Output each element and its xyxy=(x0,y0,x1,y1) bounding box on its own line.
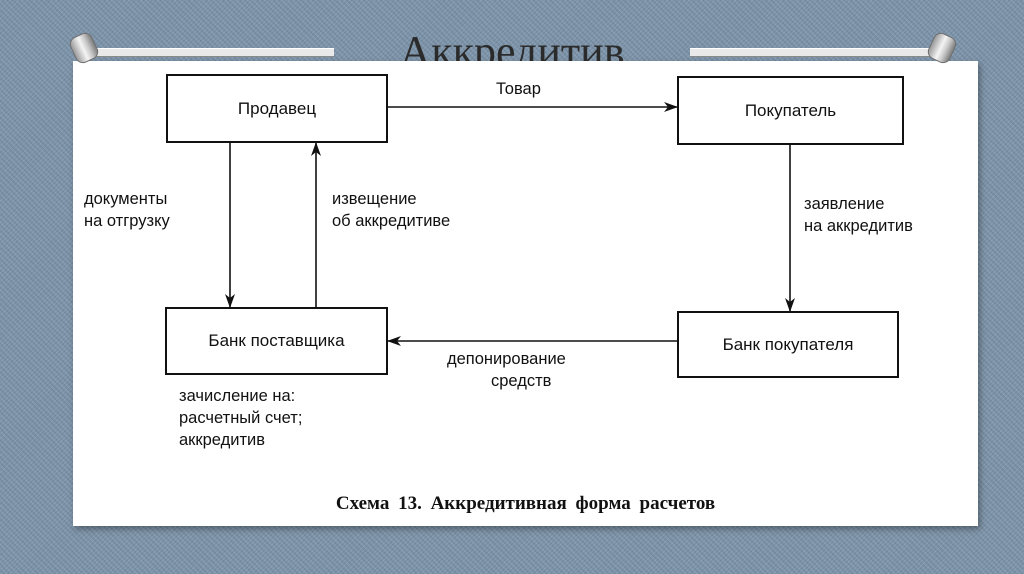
label-notice-line2: об аккредитиве xyxy=(332,212,451,230)
figure-caption: Схема 13. Аккредитивная форма расчетов xyxy=(335,493,716,514)
label-shipping-docs-line1: документы xyxy=(84,190,168,208)
label-deposit-line2: средств xyxy=(491,372,552,390)
node-seller: Продавец xyxy=(166,74,388,143)
note-line3: аккредитив xyxy=(179,431,265,449)
node-buyer: Покупатель xyxy=(677,76,904,145)
frame-rail-left xyxy=(84,48,334,57)
node-seller-bank: Банк поставщика xyxy=(165,307,388,375)
label-deposit-line1: депонирование xyxy=(447,350,566,368)
frame-rail-right xyxy=(690,48,940,57)
diagram-arrows xyxy=(225,102,795,346)
label-shipping-docs-line2: на отгрузку xyxy=(84,212,170,230)
diagram-card: Продавец Покупатель Банк поставщика Банк… xyxy=(73,61,978,526)
label-notice-line1: извещение xyxy=(332,190,417,208)
node-buyer-bank: Банк покупателя xyxy=(677,311,899,378)
label-goods: Товар xyxy=(496,80,541,98)
note-line2: расчетный счет; xyxy=(179,409,303,427)
note-line1: зачисление на: xyxy=(179,387,296,405)
label-application-line1: заявление xyxy=(804,195,885,213)
label-application-line2: на аккредитив xyxy=(804,217,913,235)
